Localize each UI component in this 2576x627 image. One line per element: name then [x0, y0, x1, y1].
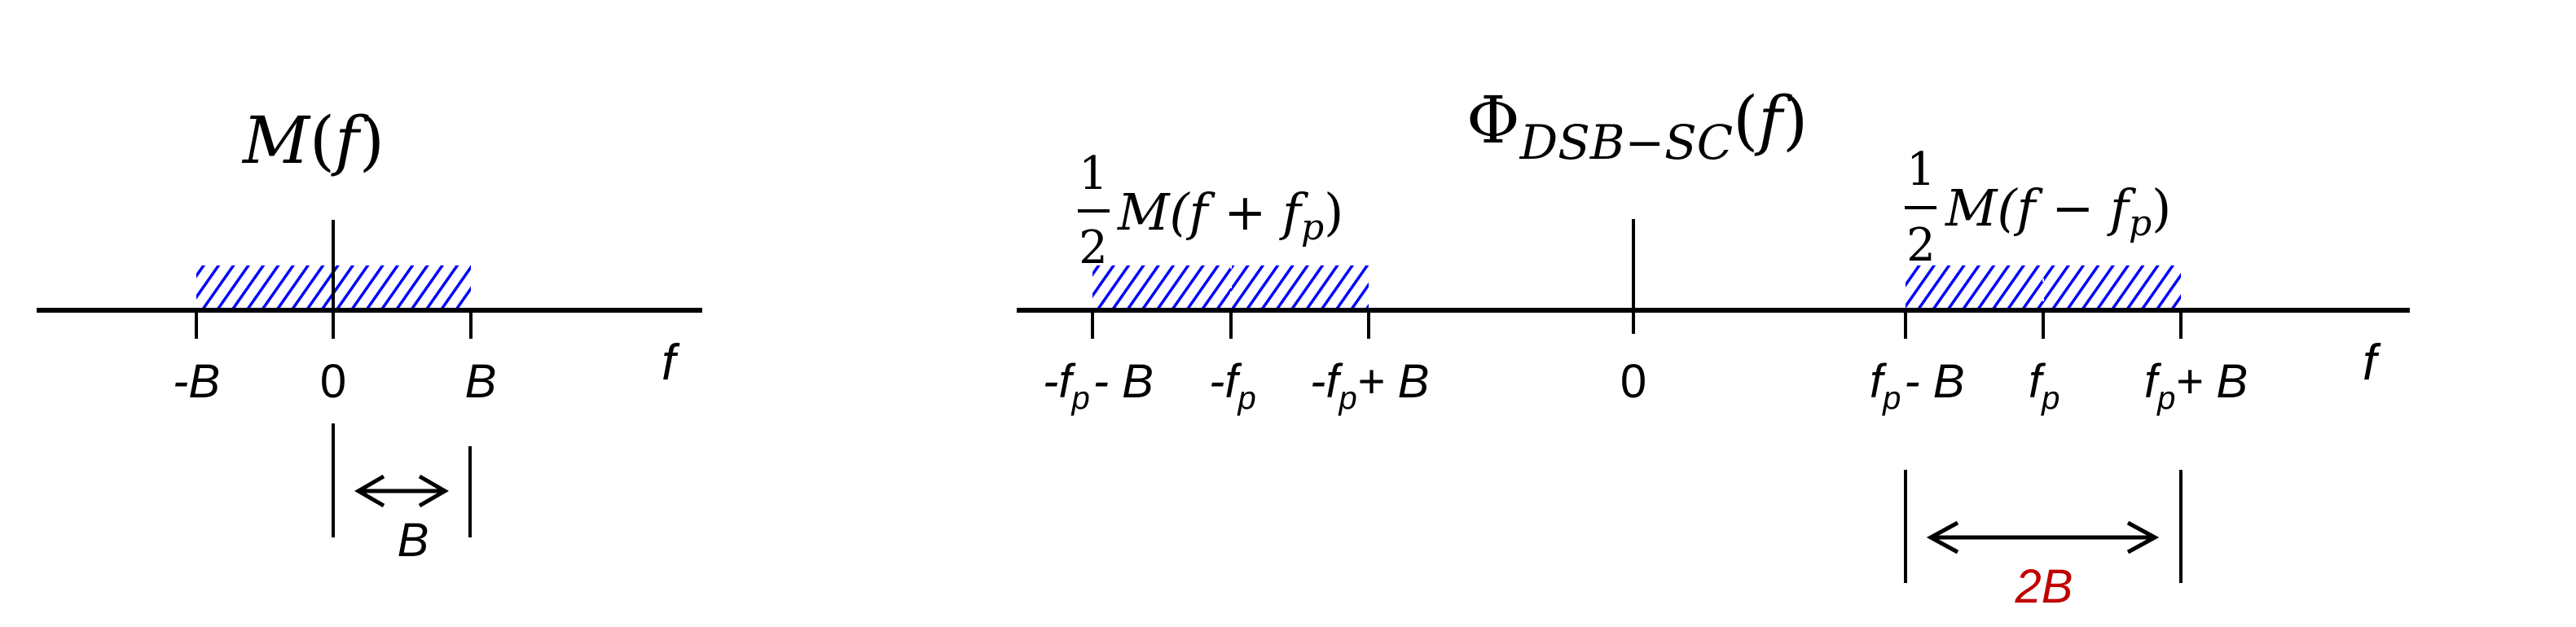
axis-label-f: f	[2363, 335, 2381, 391]
tick-label-fp-plus-b: fp+ B	[2144, 355, 2248, 416]
tick-label-fp-minus-b: fp- B	[1870, 355, 1965, 416]
tick-label-zero: 0	[320, 355, 346, 408]
svg-text:M(f + fp): M(f + fp)	[1117, 182, 1343, 248]
svg-text:1: 1	[1906, 143, 1936, 196]
svg-text:M(f − fp): M(f − fp)	[1945, 178, 2171, 244]
tick-label-neg-fp: -fp	[1209, 355, 1256, 416]
dsb-sc-spectrum-panel: ΦDSB−SC(f) 1 2 M(f + fp) 1 2 M(f − fp)	[1017, 82, 2410, 613]
tick-label-neg-fp-plus-b: -fp+ B	[1310, 355, 1429, 416]
message-spectrum-title: M(f)	[241, 103, 385, 178]
tick-label-minus-b: -B	[173, 355, 220, 408]
tick-label-zero: 0	[1620, 355, 1646, 408]
message-spectrum-panel: M(f) -B 0 B f B	[37, 103, 702, 567]
bandwidth-dimension-2b: 2B	[1904, 470, 2183, 613]
tick-label-fp: fp	[2029, 355, 2059, 416]
bandwidth-label-b: B	[398, 514, 429, 567]
axis-label-f: f	[662, 335, 680, 391]
bandwidth-dimension-b: B	[332, 423, 472, 567]
tick-label-b: B	[465, 355, 497, 408]
dsb-sc-spectrum-title: ΦDSB−SC(f)	[1466, 82, 1808, 170]
upper-band-label: 1 2 M(f − fp)	[1905, 143, 2171, 272]
lower-band-label: 1 2 M(f + fp)	[1078, 147, 1343, 274]
svg-text:1: 1	[1079, 147, 1108, 200]
bandwidth-label-2b: 2B	[2015, 560, 2073, 613]
svg-text:2: 2	[1906, 219, 1936, 272]
tick-label-neg-fp-minus-b: -fp- B	[1043, 355, 1154, 416]
